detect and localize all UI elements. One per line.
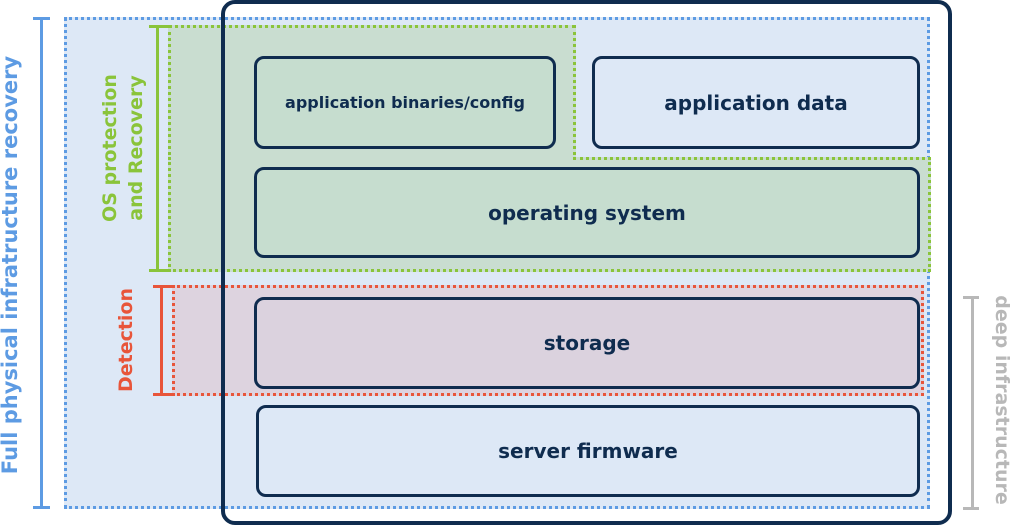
operating-system-label: operating system <box>488 200 686 225</box>
storage-label: storage <box>543 331 631 355</box>
os-protection-region-notch <box>573 157 931 160</box>
os-protection-bracket-top <box>149 25 168 28</box>
os-protection-bracket <box>156 25 159 272</box>
server-firmware-label: server firmware <box>498 439 678 463</box>
full-physical-bracket <box>40 17 43 509</box>
application-binaries-box: application binaries/config <box>254 56 556 149</box>
application-data-label: application data <box>664 90 848 115</box>
detection-bracket-bottom <box>153 393 172 396</box>
application-data-box: application data <box>592 56 920 149</box>
full-physical-bracket-bottom <box>33 506 50 509</box>
detection-bracket-top <box>153 285 172 288</box>
deep-infrastructure-bracket <box>971 296 974 510</box>
os-protection-label: OS protection and Recovery <box>97 38 153 258</box>
detection-label: Detection <box>115 287 137 393</box>
full-physical-bracket-top <box>33 17 50 20</box>
deep-infrastructure-label: deep infrastructure <box>991 295 1013 505</box>
deep-infrastructure-box <box>221 0 952 525</box>
server-firmware-box: server firmware <box>256 405 920 497</box>
deep-infrastructure-bracket-bottom <box>963 507 979 510</box>
os-protection-bracket-bottom <box>149 269 168 272</box>
deep-infrastructure-bracket-top <box>963 296 979 299</box>
storage-box: storage <box>254 297 920 389</box>
os-protection-label-line2: and Recovery <box>125 75 147 221</box>
detection-bracket <box>160 285 163 396</box>
full-physical-label: Full physical infratructure recovery <box>0 55 22 475</box>
os-protection-label-line1: OS protection <box>99 74 121 222</box>
application-binaries-label: application binaries/config <box>285 93 525 112</box>
operating-system-box: operating system <box>254 167 920 258</box>
